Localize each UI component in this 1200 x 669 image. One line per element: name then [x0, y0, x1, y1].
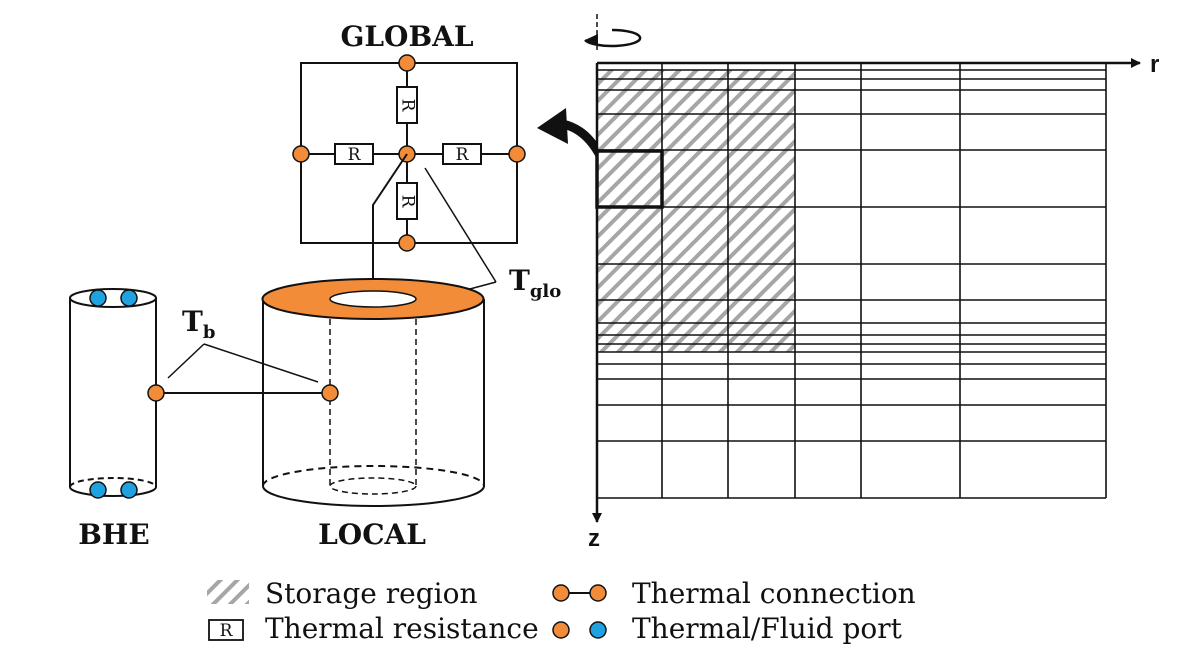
global-label: GLOBAL	[340, 20, 473, 53]
legend-fluid-port-icon	[589, 621, 607, 639]
resistor-bottom: R	[396, 182, 418, 220]
bhe-cylinder	[69, 288, 157, 497]
global-local-connection	[372, 153, 408, 284]
bhe-thermal-port	[147, 384, 165, 402]
global-port-bottom	[398, 234, 416, 252]
local-cylinder	[261, 278, 485, 507]
global-port-top	[398, 54, 416, 72]
legend-storage-region: Storage region	[265, 577, 478, 610]
legend-thermal-connection: Thermal connection	[632, 577, 916, 610]
legend-resistor-icon: R	[208, 619, 244, 641]
storage-region-hatch	[597, 70, 795, 352]
svg-text:R: R	[398, 195, 418, 209]
resistor-top: R	[396, 86, 418, 124]
local-thermal-port	[321, 384, 339, 402]
legend-storage-swatch	[207, 580, 249, 604]
global-port-right	[508, 145, 526, 163]
legend-thermal-resistance: Thermal resistance	[265, 612, 539, 645]
svg-text:R: R	[348, 145, 362, 165]
resistor-right: R	[442, 143, 482, 165]
bhe-fluid-port-bottom-1	[89, 481, 107, 499]
resistor-left: R	[334, 143, 374, 165]
local-label: LOCAL	[318, 518, 426, 551]
bhe-label: BHE	[78, 518, 149, 551]
bhe-fluid-port-bottom-2	[120, 481, 138, 499]
tb-label: Tb	[182, 305, 215, 343]
legend-connection-icon	[552, 584, 607, 602]
tglo-label: Tglo	[509, 264, 561, 302]
z-axis-label: z	[588, 525, 600, 552]
svg-text:R: R	[398, 99, 418, 113]
tb-leader-left	[167, 343, 205, 379]
svg-text:R: R	[220, 621, 234, 641]
global-port-left	[292, 145, 310, 163]
r-axis-label: r	[1150, 51, 1159, 78]
bhe-fluid-port-top-2	[120, 289, 138, 307]
legend: Storage region R Thermal resistance Ther…	[207, 577, 916, 645]
legend-thermal-port-icon	[552, 621, 570, 639]
svg-text:R: R	[456, 145, 470, 165]
rotation-arrow-icon	[584, 14, 642, 50]
tglo-leader-top	[424, 167, 497, 283]
tb-leader-right	[203, 343, 319, 383]
legend-thermal-fluid-port: Thermal/Fluid port	[632, 612, 903, 645]
bhe-fluid-port-top-1	[89, 289, 107, 307]
